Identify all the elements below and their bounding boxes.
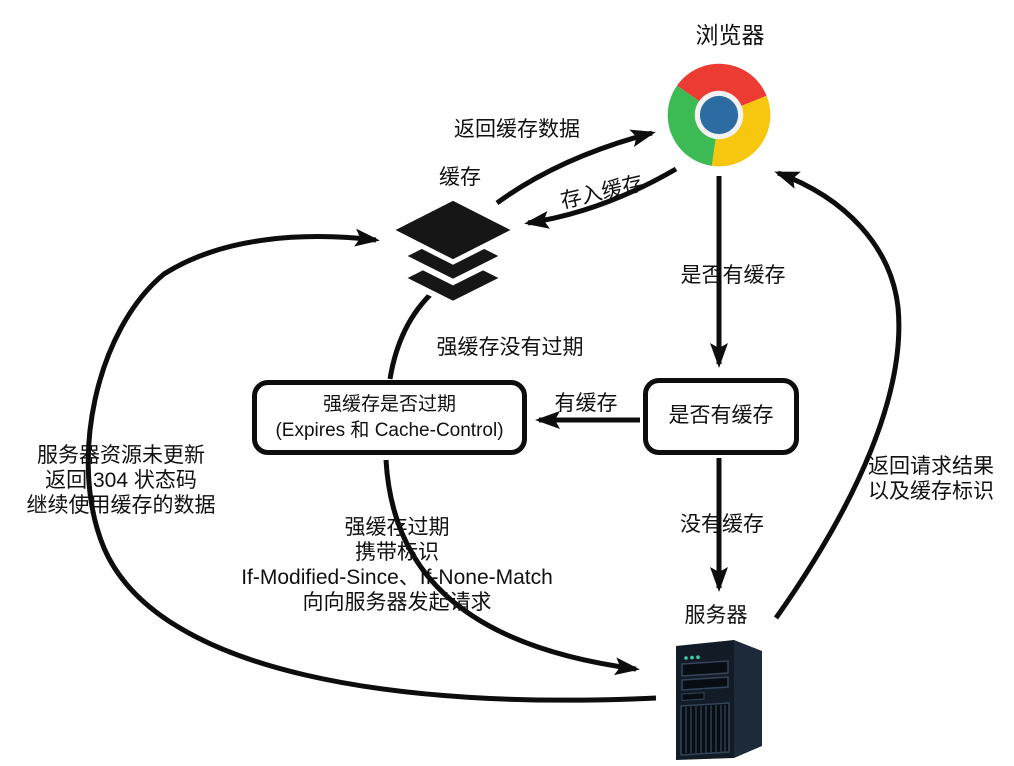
server-led (696, 655, 700, 659)
strong-cache-box: 强缓存是否过期 (Expires 和 Cache-Control) (252, 380, 527, 455)
cache-layer-top (388, 195, 518, 265)
label-not-modified-line1: 服务器资源未更新 (37, 444, 205, 467)
browser-label: 浏览器 (695, 22, 765, 48)
server-side-face (734, 640, 762, 758)
label-return-cached-data: 返回缓存数据 (454, 118, 580, 141)
server-drive-bay-1 (681, 660, 729, 677)
chrome-blue-center (699, 95, 739, 135)
has-cache-box-label: 是否有缓存 (668, 404, 774, 428)
cache-label: 缓存 (439, 166, 481, 189)
chrome-green-wedge (667, 85, 719, 166)
label-return-result-line2: 以及缓存标识 (868, 480, 994, 503)
label-strong-cache-valid: 强缓存没有过期 (436, 336, 584, 359)
server-slot (681, 692, 705, 702)
label-no-cache: 没有缓存 (680, 513, 764, 536)
arrow-browser-to-cache (524, 166, 678, 229)
cache-layers-icon (388, 195, 518, 308)
server-label: 服务器 (684, 604, 748, 627)
label-strong-cache-expired: 强缓存过期 携带标识 If-Modified-Since、If-None-Mat… (241, 515, 553, 615)
label-has-cache: 有缓存 (554, 392, 618, 415)
line-strongcache-to-cache (387, 290, 435, 380)
server-led (684, 656, 688, 660)
label-strong-cache-expired-line1: 强缓存过期 (344, 516, 450, 539)
label-return-result-line1: 返回请求结果 (868, 455, 994, 478)
arrow-server-to-cache-304 (85, 228, 657, 703)
server-drive-bay-2 (681, 676, 729, 691)
arrow-cache-to-browser (495, 129, 656, 206)
label-strong-cache-expired-line3: If-Modified-Since、If-None-Match (241, 566, 553, 589)
chrome-red-wedge (677, 63, 767, 115)
label-not-modified-line2: 返回 304 状态码 (45, 469, 197, 492)
server-vent-lines (685, 704, 726, 753)
has-cache-box: 是否有缓存 (643, 378, 799, 455)
label-check-cache: 是否有缓存 (680, 264, 786, 287)
arrow-strongcache-to-server (383, 459, 640, 676)
label-not-modified-line3: 继续使用缓存的数据 (26, 494, 216, 517)
server-led (690, 655, 694, 660)
strong-cache-box-line2: (Expires 和 Cache-Control) (275, 419, 504, 441)
strong-cache-box-line1: 强缓存是否过期 (322, 393, 456, 415)
arrow-server-to-browser (773, 170, 902, 620)
label-return-result: 返回请求结果 以及缓存标识 (868, 454, 994, 504)
browser-chrome-icon (667, 63, 771, 167)
label-not-modified: 服务器资源未更新 返回 304 状态码 继续使用缓存的数据 (27, 443, 216, 518)
server-icon (676, 640, 762, 760)
server-vent-panel (680, 702, 730, 756)
label-strong-cache-expired-line4: 向向服务器发起请求 (302, 591, 492, 614)
label-strong-cache-expired-line2: 携带标识 (354, 541, 439, 564)
